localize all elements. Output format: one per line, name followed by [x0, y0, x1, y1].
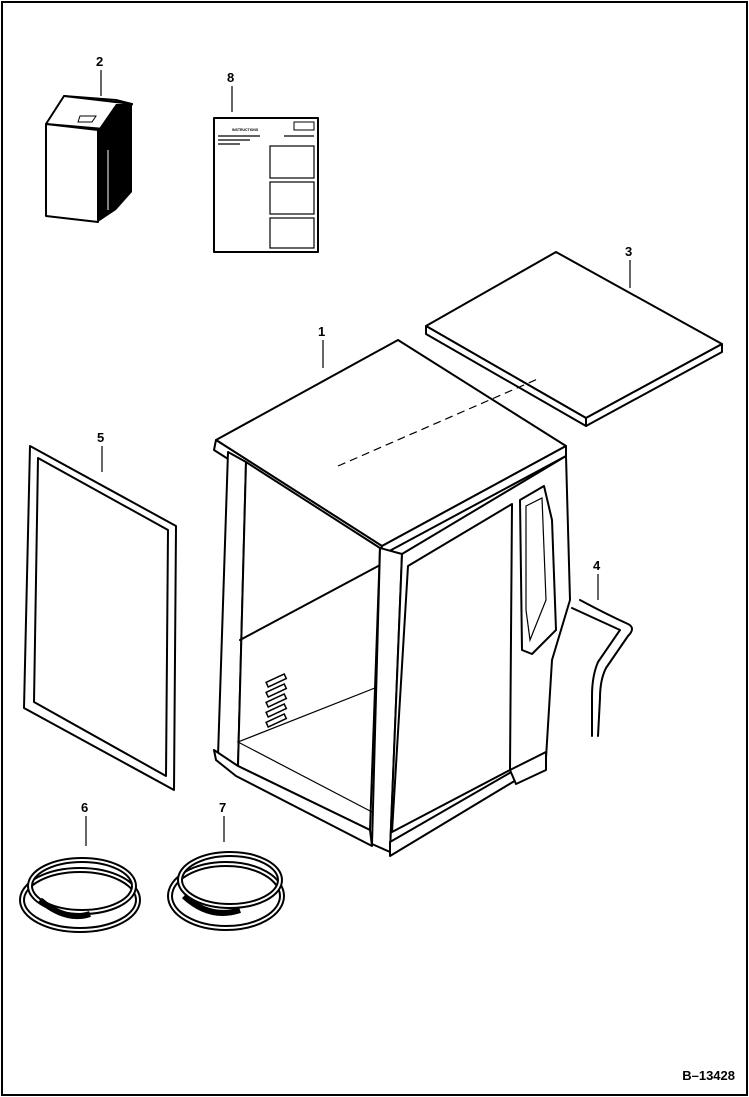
- part-window-frame: [23, 445, 177, 791]
- part-manual: [45, 95, 133, 223]
- callout-leaders: [85, 70, 631, 846]
- callout-8: 8: [227, 70, 234, 85]
- figure-reference: B–13428: [682, 1068, 735, 1083]
- callout-6: 6: [81, 800, 88, 815]
- callout-2: 2: [96, 54, 103, 69]
- callout-5: 5: [97, 430, 104, 445]
- part-seal-b: [167, 851, 285, 931]
- callout-1: 1: [318, 324, 325, 339]
- part-roof-panel: [425, 251, 723, 427]
- vent-slots: [265, 672, 288, 728]
- callout-3: 3: [625, 244, 632, 259]
- part-handle: [571, 599, 633, 737]
- part-instructions: INSTRUCTIONS: [213, 117, 319, 253]
- fitting-line: [337, 377, 541, 467]
- callout-4: 4: [593, 558, 601, 573]
- callout-7: 7: [219, 800, 226, 815]
- part-seal-a: [19, 857, 141, 933]
- instructions-heading: INSTRUCTIONS: [232, 128, 259, 132]
- part-cab: [213, 339, 571, 857]
